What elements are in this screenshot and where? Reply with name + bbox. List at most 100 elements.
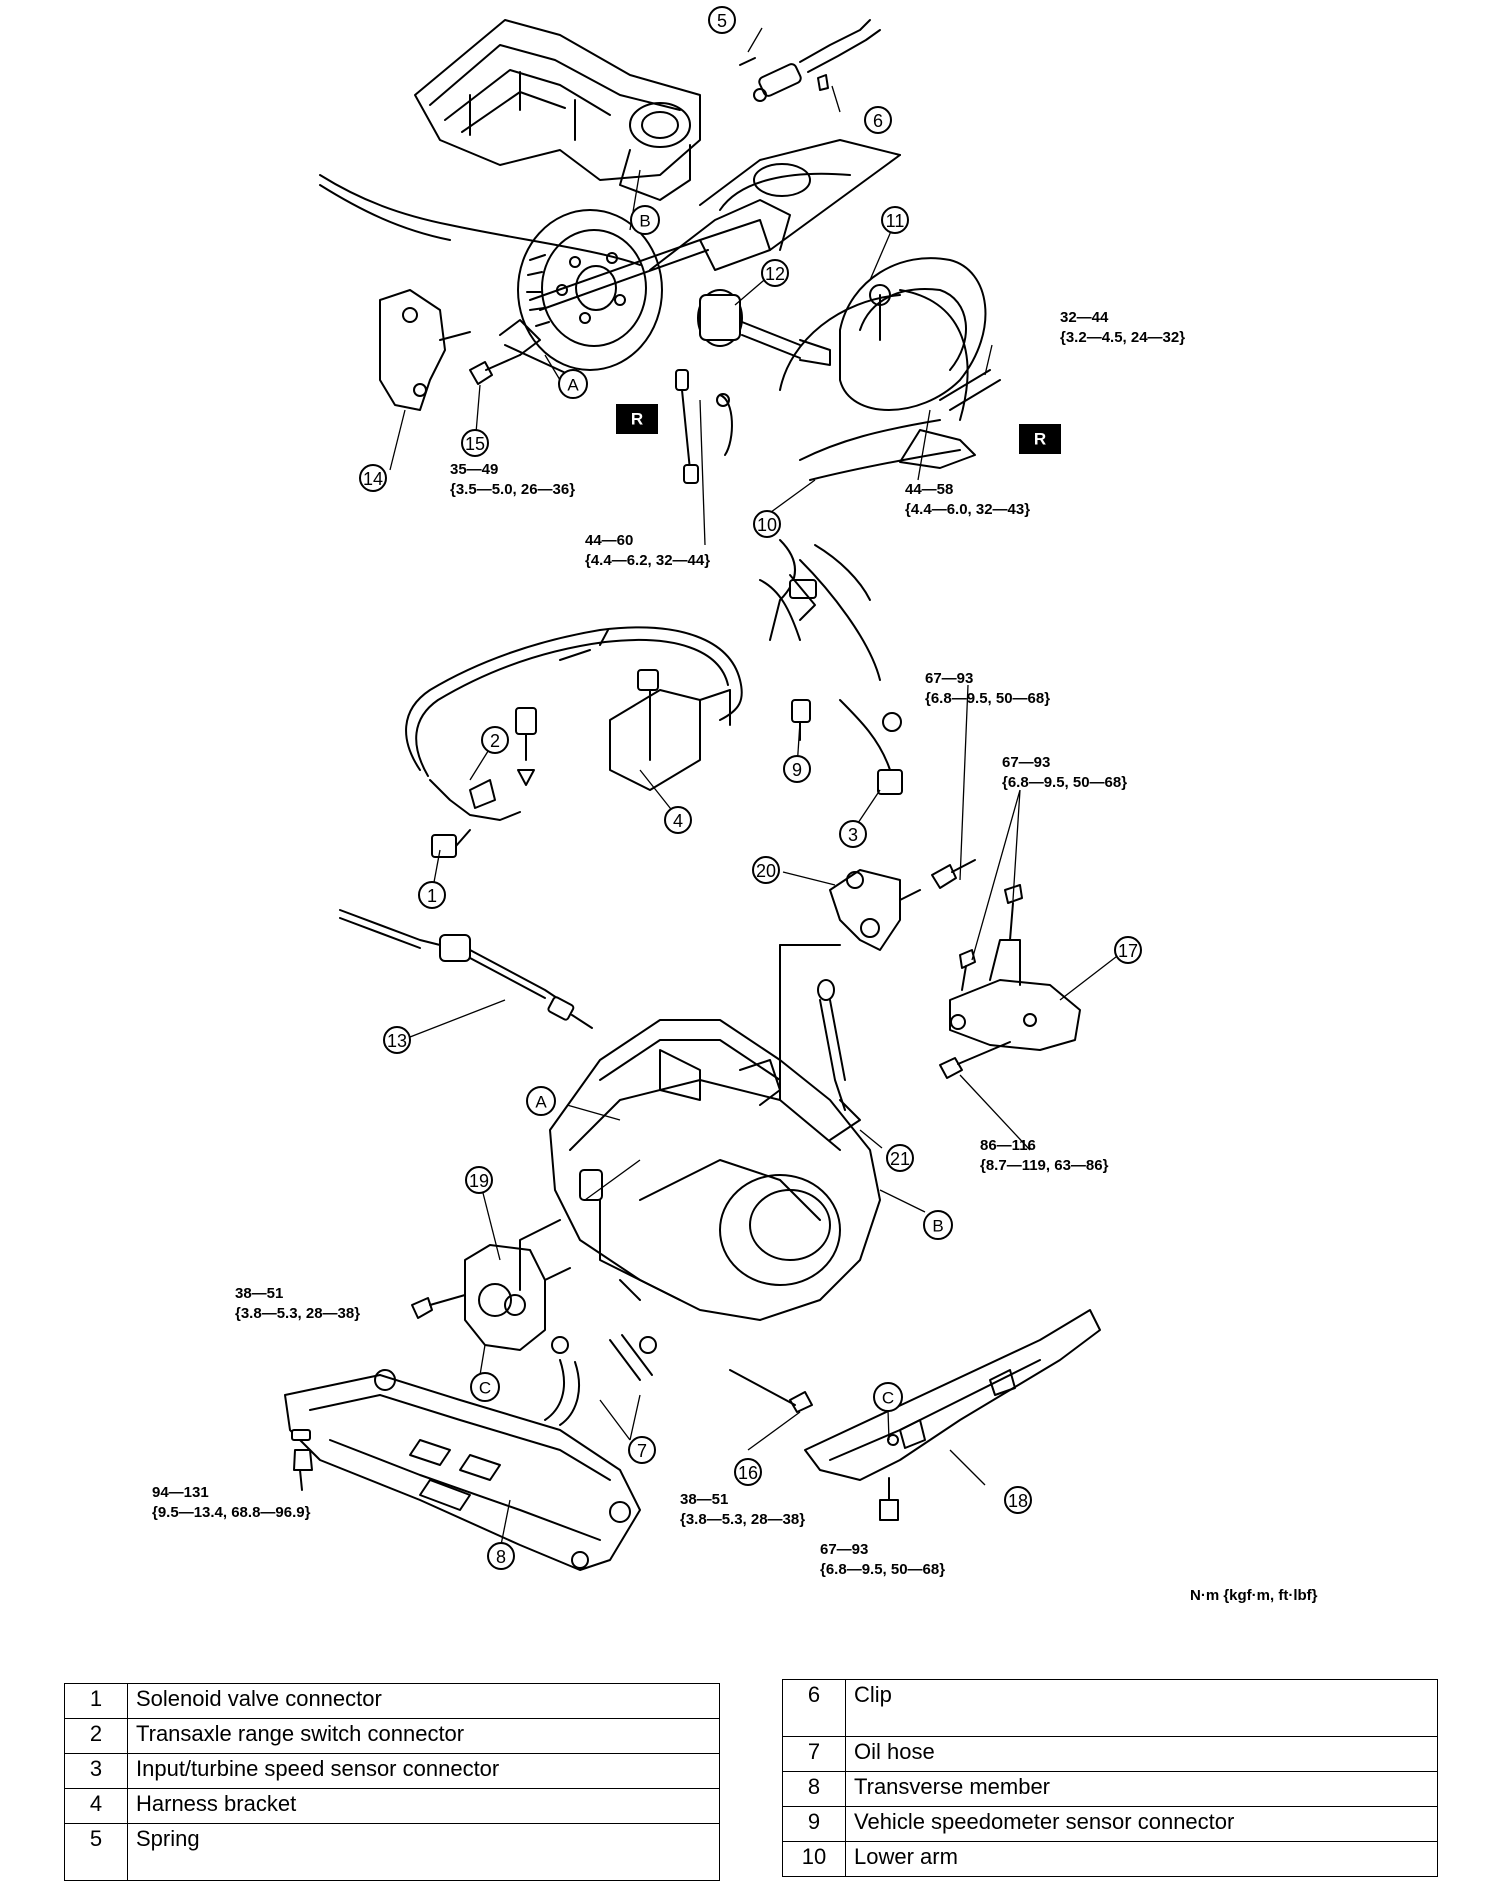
svg-text:2: 2	[490, 731, 500, 751]
torque-86-116: 86—116{8.7—119, 63—86}	[980, 1137, 1109, 1174]
callout-3: 3	[839, 820, 867, 848]
part-number: 6	[782, 1679, 846, 1737]
bolts-upper-right	[931, 859, 1023, 1079]
part-name: Harness bracket	[127, 1788, 720, 1824]
letter-a-lower: A	[526, 1086, 556, 1116]
member-18	[804, 1309, 1101, 1521]
svg-text:44—60: 44—60	[585, 532, 633, 549]
callout-11: 11	[881, 206, 909, 234]
part-number: 9	[782, 1806, 846, 1842]
bracket-20	[779, 869, 921, 1101]
leader-lines	[389, 27, 1126, 1546]
part-name: Transaxle range switch connector	[127, 1718, 720, 1754]
part-name: Input/turbine speed sensor connector	[127, 1753, 720, 1789]
callout-15: 15	[461, 429, 489, 457]
part-number: 3	[64, 1753, 128, 1789]
callout-9: 9	[783, 755, 811, 783]
engine-mount-bracket-14	[379, 289, 471, 411]
part-name: Vehicle speedometer sensor connector	[845, 1806, 1438, 1842]
bolt-16	[729, 1369, 813, 1413]
table-row: 5 Spring	[64, 1823, 720, 1881]
part-number: 4	[64, 1788, 128, 1824]
torque-38-51-lower: 38—51{3.8—5.3, 28—38}	[680, 1491, 805, 1528]
replace-mark-left: R	[616, 404, 658, 434]
callout-7: 7	[628, 1436, 656, 1464]
part-name: Transverse member	[845, 1771, 1438, 1807]
callout-4: 4	[664, 806, 692, 834]
svg-text:C: C	[479, 1379, 491, 1398]
svg-text:94—131: 94—131	[152, 1484, 209, 1501]
svg-text:3: 3	[848, 825, 858, 845]
letter-b-lower: B	[923, 1210, 953, 1240]
table-row: 7 Oil hose	[782, 1736, 1438, 1772]
svg-text:1: 1	[427, 886, 437, 906]
transaxle-case	[519, 1019, 881, 1321]
svg-text:38—51: 38—51	[235, 1285, 283, 1302]
replace-mark-right: R	[1019, 424, 1061, 454]
engine-illustration	[319, 19, 901, 271]
parts-table-right: 6 Clip 7 Oil hose 8 Transverse member 9 …	[782, 1679, 1438, 1877]
svg-text:67—93: 67—93	[925, 670, 973, 687]
svg-text:4: 4	[673, 811, 683, 831]
part-number: 10	[782, 1841, 846, 1877]
callout-16: 16	[734, 1458, 762, 1486]
table-row: 10 Lower arm	[782, 1841, 1438, 1877]
svg-text:15: 15	[465, 434, 485, 454]
wire-harness	[405, 626, 743, 858]
callout-8: 8	[487, 1542, 515, 1570]
torque-67-93-lower: 67—93{6.8—9.5, 50—68}	[820, 1541, 945, 1578]
exploded-view-diagram: 5 6 11 12 14 15 10 2 9 4 3 1 20 17 13 21…	[152, 6, 1318, 1604]
shift-lever-21	[817, 979, 861, 1141]
part-number: 2	[64, 1718, 128, 1754]
svg-text:R: R	[631, 410, 643, 429]
part-name: Lower arm	[845, 1841, 1438, 1877]
svg-text:20: 20	[756, 861, 776, 881]
callout-13: 13	[383, 1026, 411, 1054]
sensor-connectors-3-9	[759, 539, 903, 795]
bolt-15	[469, 319, 571, 385]
part-number: 7	[782, 1736, 846, 1772]
callout-21: 21	[886, 1144, 914, 1172]
callout-17: 17	[1114, 936, 1142, 964]
callout-12: 12	[761, 259, 789, 287]
callout-18: 18	[1004, 1486, 1032, 1514]
part-number: 8	[782, 1771, 846, 1807]
svg-text:11: 11	[886, 211, 905, 231]
table-row: 1 Solenoid valve connector	[64, 1683, 720, 1719]
callout-19: 19	[465, 1166, 493, 1194]
svg-text:B: B	[639, 212, 650, 231]
svg-text:16: 16	[738, 1463, 758, 1483]
svg-text:21: 21	[890, 1149, 910, 1169]
letter-b-top: B	[630, 205, 660, 235]
svg-text:19: 19	[469, 1171, 489, 1191]
svg-text:C: C	[882, 1389, 894, 1408]
svg-text:9: 9	[792, 760, 802, 780]
svg-text:7: 7	[637, 1441, 647, 1461]
part-name: Clip	[845, 1679, 1438, 1737]
torque-67-93-upper: 67—93{6.8—9.5, 50—68}	[925, 670, 1050, 707]
svg-text:13: 13	[387, 1031, 407, 1051]
drive-shaft	[529, 239, 831, 366]
letter-circles: B A A B C C	[470, 205, 953, 1412]
part-number: 1	[64, 1683, 128, 1719]
transverse-member-8	[284, 1369, 641, 1571]
svg-text:32—44: 32—44	[1060, 309, 1109, 326]
torque-35-49: 35—49{3.5—5.0, 26—36}	[450, 461, 575, 498]
callout-2: 2	[481, 726, 509, 754]
torque-44-60: 44—60 {4.4—6.2, 32—44}	[585, 532, 710, 569]
callout-14: 14	[359, 464, 387, 492]
svg-text:18: 18	[1008, 1491, 1028, 1511]
svg-text:{4.4—6.2, 32—44}: {4.4—6.2, 32—44}	[585, 552, 710, 569]
svg-text:35—49: 35—49	[450, 461, 498, 478]
svg-text:R: R	[1034, 430, 1046, 449]
svg-text:86—116: 86—116	[980, 1137, 1036, 1154]
table-row: 2 Transaxle range switch connector	[64, 1718, 720, 1754]
torque-67-93-middle: 67—93{6.8—9.5, 50—68}	[1002, 754, 1127, 791]
shift-cable-13	[339, 909, 593, 1029]
svg-text:67—93: 67—93	[820, 1541, 868, 1558]
stabilizer-link	[675, 369, 733, 484]
torque-32-44: 32—44{3.2—4.5, 24—32}	[1060, 309, 1185, 346]
letter-c-right: C	[873, 1382, 903, 1412]
callout-circles: 5 6 11 12 14 15 10 2 9 4 3 1 20 17 13 21…	[359, 6, 1142, 1570]
svg-text:6: 6	[873, 111, 883, 131]
